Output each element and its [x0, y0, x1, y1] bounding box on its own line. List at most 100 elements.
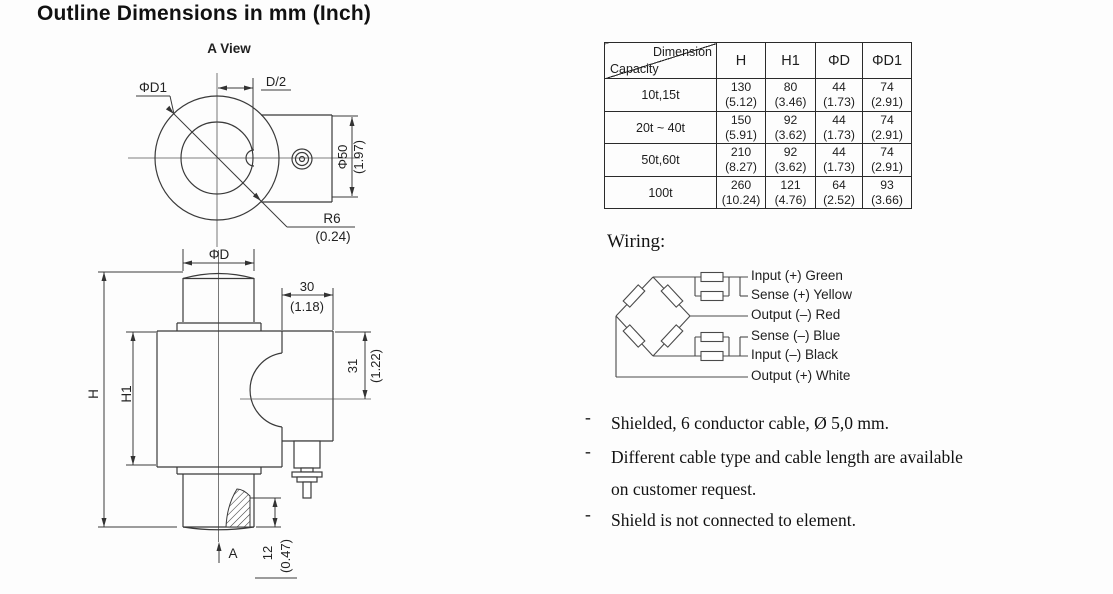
wiring-section-title: Wiring: — [607, 231, 666, 252]
dim-d-half-value: D/2 — [266, 74, 286, 89]
dim-r6-value: R6 — [323, 211, 340, 226]
note-bullet: - — [585, 504, 591, 524]
table-row: 50t,60t 210(8.27) 92(3.62) 44(1.73) 74(2… — [604, 143, 912, 177]
dim-30-inch: (1.18) — [290, 299, 324, 314]
table-cell: 74(2.91) — [862, 111, 912, 144]
table-cell: 92(3.62) — [765, 143, 816, 177]
side-view-drawing: ΦD — [86, 247, 383, 579]
column-header-h: H — [716, 42, 766, 79]
wheatstone-bridge — [615, 276, 691, 357]
table-cell: 260(10.24) — [716, 176, 766, 209]
compensation-resistor — [700, 350, 724, 362]
input-minus-network — [653, 331, 748, 362]
table-row: 10t,15t 130(5.12) 80(3.46) 44(1.73) 74(2… — [604, 78, 912, 112]
wire-label-output-minus: Output (–) Red — [751, 307, 841, 322]
table-cell: 130(5.12) — [716, 78, 766, 112]
lower-boss — [176, 467, 262, 531]
dim-12-value: 12 — [260, 546, 275, 560]
note-bullet: - — [585, 441, 591, 461]
corner-label-dimension: Dimension — [652, 45, 712, 59]
note-item: - Different cable type and cable length … — [585, 441, 963, 505]
dim-h1-value: H1 — [119, 385, 134, 402]
dim-d-half: D/2 — [218, 74, 291, 150]
dim-phid1-value: ΦD1 — [139, 80, 167, 95]
dim-31: 31 (1.22) — [335, 331, 383, 399]
capacity-cell: 100t — [604, 176, 717, 209]
wire-label-input-minus: Input (–) Black — [751, 347, 839, 362]
column-header-phid: ΦD — [815, 42, 863, 79]
bridge-resistor — [660, 284, 684, 308]
table-cell: 74(2.91) — [862, 143, 912, 177]
dim-30: 30 (1.18) — [281, 279, 334, 330]
note-text: Shielded, 6 conductor cable, Ø 5,0 mm. — [611, 413, 889, 433]
a-arrow-label: A — [228, 546, 237, 561]
compensation-resistor — [700, 290, 724, 302]
dim-phid-value: ΦD — [209, 247, 230, 262]
table-cell: 92(3.62) — [765, 111, 816, 144]
wiring-schematic — [615, 271, 748, 378]
wire-label-sense-plus: Sense (+) Yellow — [751, 287, 852, 302]
a-view-label: A View — [207, 41, 251, 56]
column-header-phid1: ΦD1 — [862, 42, 912, 79]
dim-h-value: H — [86, 389, 101, 399]
table-row: 20t ~ 40t 150(5.91) 92(3.62) 44(1.73) 74… — [604, 111, 912, 144]
dim-phi50-inch: (1.97) — [351, 140, 366, 174]
bridge-resistor — [622, 284, 646, 308]
cable-boss — [240, 331, 371, 442]
dim-h1: H1 — [119, 331, 156, 466]
a-view-arrow: A — [216, 542, 238, 563]
table-corner-cell: Dimension Capacity — [604, 42, 717, 79]
cable-tab — [261, 114, 333, 203]
table-cell: 80(3.46) — [765, 78, 816, 112]
bridge-resistor — [660, 324, 684, 348]
table-cell: 64(2.52) — [815, 176, 863, 209]
note-text: Shield is not connected to element. — [611, 510, 856, 530]
dim-12-inch: (0.47) — [278, 539, 293, 573]
wire-label-sense-minus: Sense (–) Blue — [751, 328, 841, 343]
dim-31-value: 31 — [345, 359, 360, 373]
dim-phi50: Φ50 (1.97) — [332, 115, 366, 198]
groove-section-hatch — [225, 488, 251, 528]
wire-label-input-plus: Input (+) Green — [751, 268, 843, 283]
table-cell: 44(1.73) — [815, 111, 863, 144]
note-bullet: - — [585, 407, 591, 427]
note-item: - Shielded, 6 conductor cable, Ø 5,0 mm. — [585, 407, 889, 439]
table-cell: 93(3.66) — [862, 176, 912, 209]
dim-12: 12 (0.47) — [250, 497, 297, 579]
input-plus-network — [653, 271, 748, 302]
dim-phid1: ΦD1 R6 (0.24) — [136, 80, 355, 244]
dim-r6-inch: (0.24) — [315, 229, 350, 244]
corner-label-capacity: Capacity — [610, 62, 659, 76]
wire-label-output-plus: Output (+) White — [751, 368, 851, 383]
table-row: 100t 260(10.24) 121(4.76) 64(2.52) 93(3.… — [604, 176, 912, 209]
capacity-cell: 50t,60t — [604, 143, 717, 177]
table-cell: 210(8.27) — [716, 143, 766, 177]
compensation-resistor — [700, 271, 724, 283]
table-cell: 74(2.91) — [862, 78, 912, 112]
table-cell: 44(1.73) — [815, 143, 863, 177]
capacity-cell: 20t ~ 40t — [604, 111, 717, 144]
page-title: Outline Dimensions in mm (Inch) — [37, 2, 372, 25]
inner-circle — [180, 121, 254, 195]
dim-phid: ΦD — [182, 247, 255, 271]
dimension-table: Dimension Capacity H H1 ΦD ΦD1 10t,15t 1… — [604, 42, 912, 209]
table-cell: 150(5.91) — [716, 111, 766, 144]
cable-connector — [291, 440, 323, 499]
load-button — [176, 272, 262, 331]
top-view-centerlines — [128, 73, 360, 247]
note-text: Different cable type and cable length ar… — [611, 447, 963, 467]
capacity-cell: 10t,15t — [604, 78, 717, 112]
bridge-resistor — [622, 324, 646, 348]
compensation-resistor — [700, 331, 724, 343]
note-text: on customer request. — [611, 479, 757, 499]
dim-31-inch: (1.22) — [368, 349, 383, 383]
top-view-drawing: A View Φ50 (1.97) — [128, 41, 366, 247]
dim-h: H — [86, 271, 183, 528]
table-cell: 44(1.73) — [815, 78, 863, 112]
note-item: - Shield is not connected to element. — [585, 504, 856, 536]
outer-circle — [154, 95, 280, 221]
output-plus-wire — [615, 316, 748, 378]
column-header-h1: H1 — [765, 42, 816, 79]
